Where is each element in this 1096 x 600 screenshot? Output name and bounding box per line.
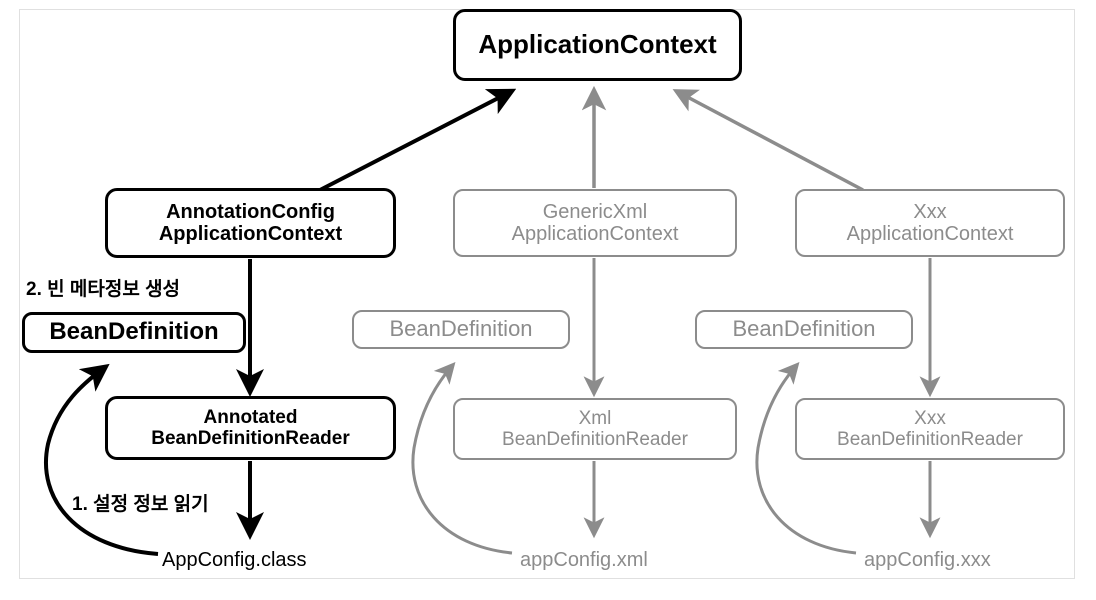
node-annotated-bean-definition-reader-label: Annotated BeanDefinitionReader [151,406,350,449]
label-app-config-class: AppConfig.class [162,549,307,571]
node-xml-bean-definition-reader-label: Xml BeanDefinitionReader [502,407,688,450]
node-application-context-label: ApplicationContext [478,29,717,60]
node-annotation-config-application-context-label: AnnotationConfig ApplicationContext [158,200,343,245]
edge-appconfigclass-to-beandefinition [44,363,159,556]
node-xxx-bean-definition-reader-label: Xxx BeanDefinitionReader [837,407,1023,450]
node-bean-definition-left-label: BeanDefinition [49,318,219,346]
node-generic-xml-application-context[interactable]: GenericXml ApplicationContext [453,189,737,257]
node-annotation-config-application-context[interactable]: AnnotationConfig ApplicationContext [105,188,396,258]
edge-appconfigxml-to-beandefinition [411,362,513,555]
edge-xxxcontext-to-applicationcontext [672,89,864,192]
edge-appconfigxxx-to-beandefinition [755,362,857,555]
label-app-config-xxx: appConfig.xxx [864,549,991,571]
edge-annotationconfig-to-applicationcontext [319,88,517,192]
node-application-context[interactable]: ApplicationContext [453,9,742,81]
label-step-1: 1. 설정 정보 읽기 [72,494,209,515]
label-step-2: 2. 빈 메타정보 생성 [26,279,181,300]
node-annotated-bean-definition-reader[interactable]: Annotated BeanDefinitionReader [105,396,396,460]
node-xxx-application-context-label: Xxx ApplicationContext [846,200,1014,245]
node-xxx-bean-definition-reader[interactable]: Xxx BeanDefinitionReader [795,398,1065,460]
node-bean-definition-right-label: BeanDefinition [732,316,876,342]
diagram-frame-border [19,9,1075,579]
node-xml-bean-definition-reader[interactable]: Xml BeanDefinitionReader [453,398,737,460]
node-generic-xml-application-context-label: GenericXml ApplicationContext [511,200,679,245]
node-bean-definition-middle[interactable]: BeanDefinition [352,310,570,349]
label-app-config-xml: appConfig.xml [520,549,648,571]
node-xxx-application-context[interactable]: Xxx ApplicationContext [795,189,1065,257]
node-bean-definition-middle-label: BeanDefinition [389,316,533,342]
node-bean-definition-right[interactable]: BeanDefinition [695,310,913,349]
node-bean-definition-left[interactable]: BeanDefinition [22,312,246,353]
